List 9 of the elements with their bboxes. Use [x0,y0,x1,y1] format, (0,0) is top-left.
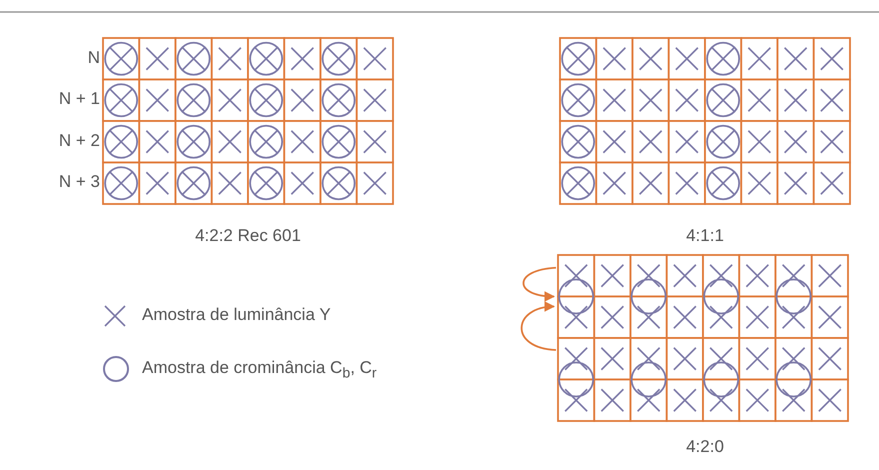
row-label: N + 1 [58,89,100,109]
row-label: N [88,48,100,68]
row-label: N + 2 [58,131,100,151]
row-label: N + 3 [58,172,100,192]
grid-caption: 4:1:1 [686,226,724,246]
grid-caption: 4:2:0 [686,437,724,457]
legend-text: Amostra de crominância C$_{b}$, C$_{r}$ [142,358,377,384]
grid-caption: 4:2:2 Rec 601 [195,226,301,246]
legend-text: Amostra de luminância Y [142,305,331,325]
